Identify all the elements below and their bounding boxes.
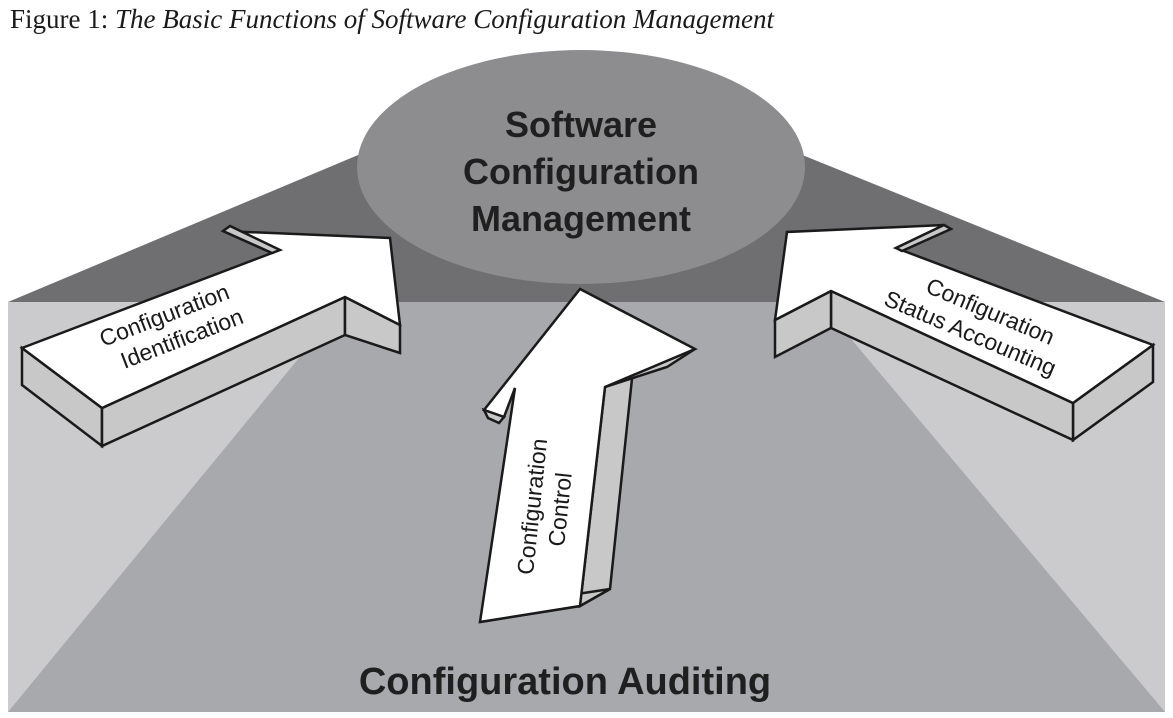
center-line-1: Software [505,104,657,145]
center-line-2: Configuration [463,151,699,192]
caption-title: The Basic Functions of Software Configur… [115,4,774,34]
center-line-3: Management [471,198,691,239]
arrow-configuration-control [478,287,698,624]
caption-prefix: Figure 1: [10,4,109,34]
figure-caption: Figure 1: The Basic Functions of Softwar… [10,4,774,35]
arrow-center-notch [481,407,507,425]
arrow-right-top-notch [893,223,954,253]
arrow-center-face [478,287,698,624]
arrow-configuration-status-accounting [773,223,1156,443]
configuration-auditing-label: Configuration Auditing [359,661,771,703]
center-ellipse [357,50,805,284]
arrow-configuration-identification [19,224,402,449]
arrow-left-top-notch [220,224,284,255]
